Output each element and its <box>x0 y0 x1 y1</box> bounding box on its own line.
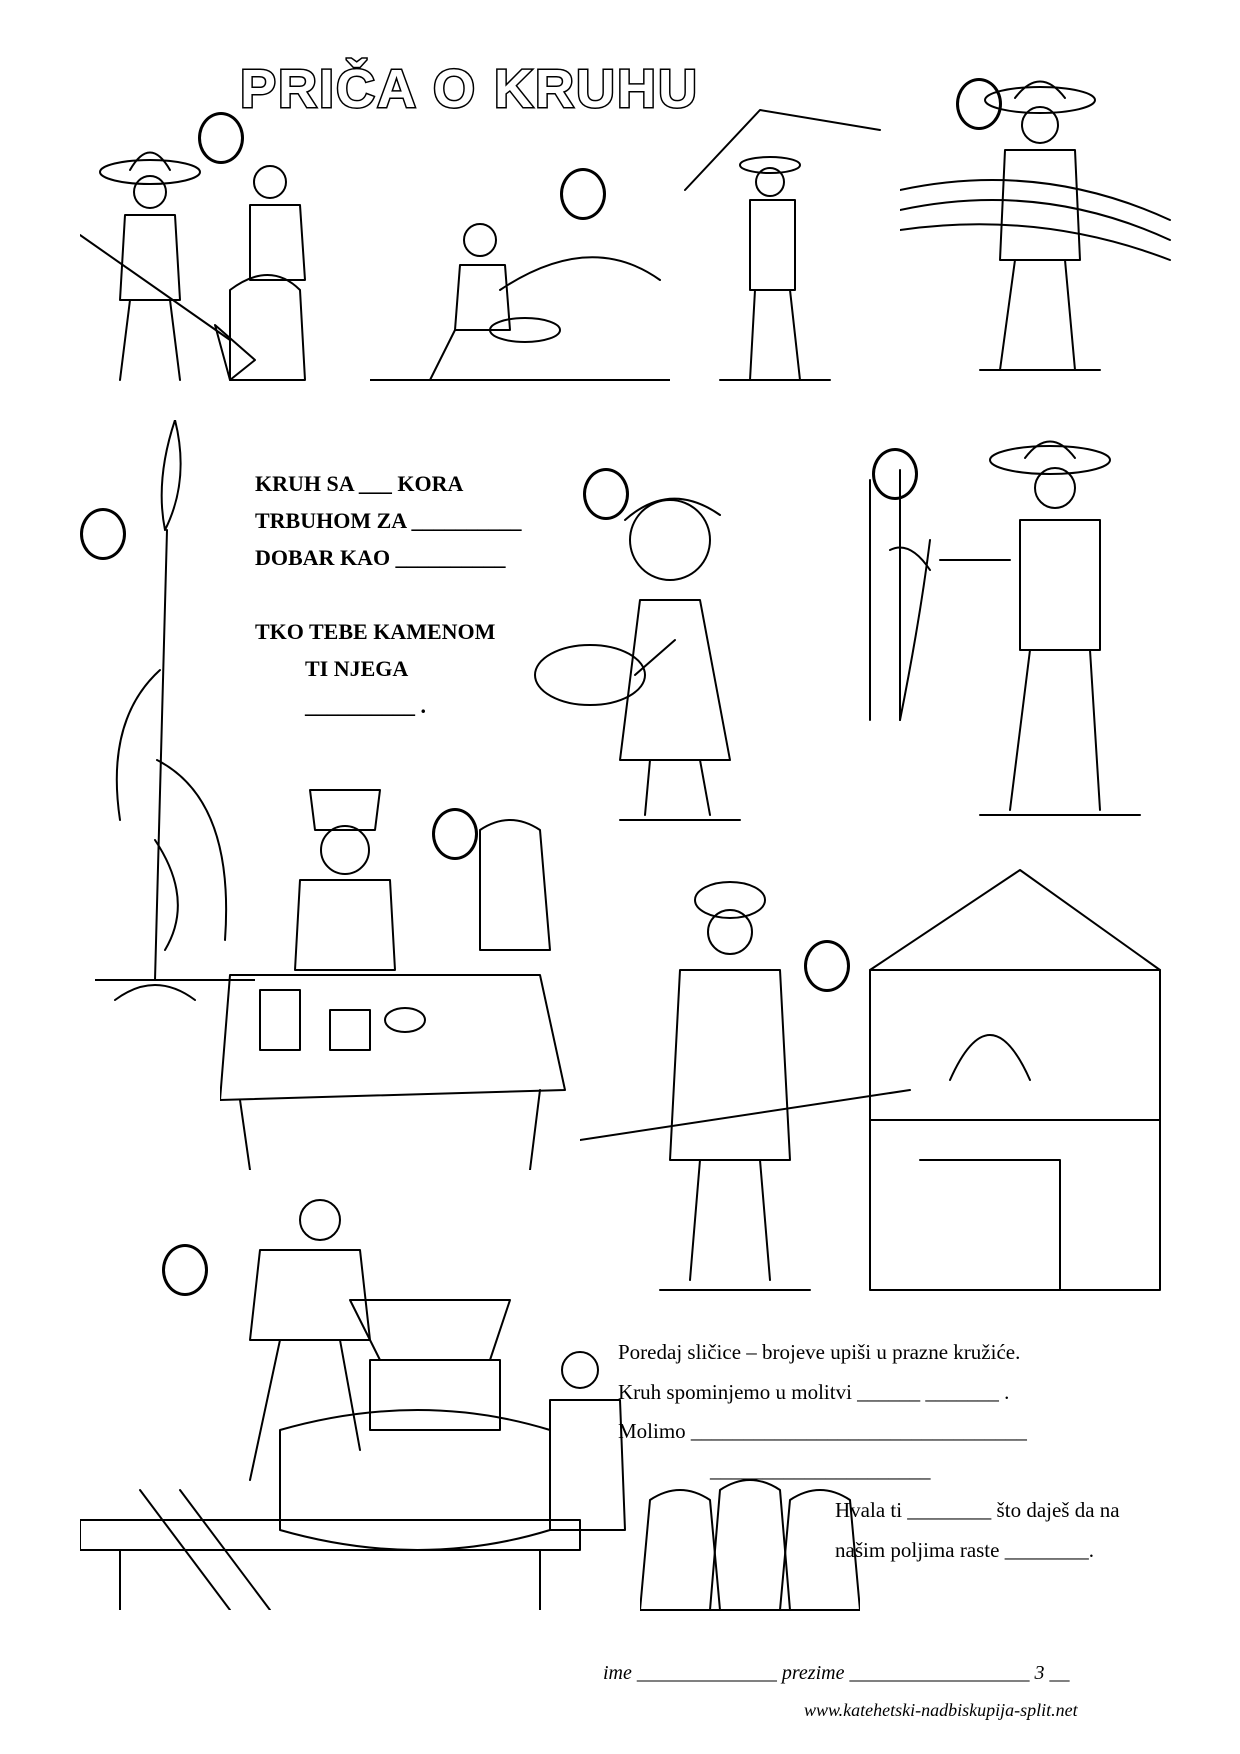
instruction-1: Poredaj sličice – brojeve upiši u prazne… <box>618 1340 1021 1364</box>
instruction-3: Molimo ________________________________ <box>618 1419 1027 1443</box>
sieving-illustration <box>370 223 670 381</box>
answer-circle-5[interactable] <box>583 468 629 520</box>
page-title: PRIČA O KRUHU <box>238 58 700 121</box>
proverb-6: __________ . <box>305 693 426 718</box>
instruction-5: Hvala ti ________ što daješ da na <box>835 1498 1120 1522</box>
girl-with-bread-illustration <box>534 497 741 821</box>
proverb-4: TKO TEBE KAMENOM <box>255 619 496 644</box>
answer-circle-2[interactable] <box>560 168 606 220</box>
baker-oven-illustration <box>580 869 1161 1291</box>
name-surname-line: ime ______________ prezime _____________… <box>603 1662 1070 1684</box>
answer-circle-3[interactable] <box>956 78 1002 130</box>
proverb-1: KRUH SA ___ KORA <box>255 471 464 496</box>
answer-circle-6[interactable] <box>872 448 918 500</box>
wheat-plant-illustration <box>95 420 255 1001</box>
reaper-illustration <box>869 440 1141 816</box>
instruction-2: Kruh spominjemo u molitvi ______ _______… <box>618 1380 1010 1404</box>
proverb-5: TI NJEGA <box>305 656 409 681</box>
website: www.katehetski-nadbiskupija-split.net <box>804 1700 1078 1720</box>
mill-illustration <box>80 1199 626 1610</box>
answer-circle-4[interactable] <box>80 508 126 560</box>
instruction-6: našim poljima raste ________. <box>835 1538 1094 1562</box>
answer-circle-1[interactable] <box>198 112 244 164</box>
proverb-3: DOBAR KAO __________ <box>255 545 506 570</box>
threshing-illustration <box>684 109 881 381</box>
answer-circle-8[interactable] <box>804 940 850 992</box>
proverb-2: TRBUHOM ZA __________ <box>255 508 522 533</box>
answer-circle-9[interactable] <box>162 1244 208 1296</box>
kneading-illustration <box>220 789 566 1170</box>
sheaf-carrier-illustration <box>900 80 1171 371</box>
flour-sacks-illustration <box>640 1479 860 1611</box>
sowing-illustration <box>80 151 306 381</box>
answer-circle-7[interactable] <box>432 808 478 860</box>
instruction-4: _____________________ <box>710 1458 931 1482</box>
